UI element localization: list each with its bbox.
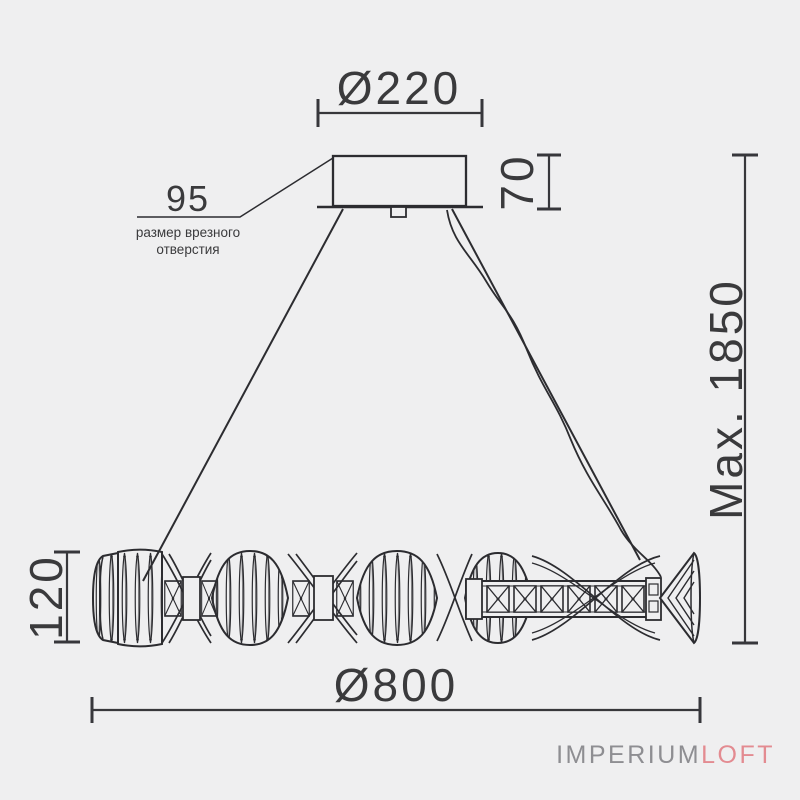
- suspension-cable-left: [142, 208, 344, 582]
- lamp-body: [91, 548, 702, 648]
- lamp-left-rim: [99, 556, 104, 640]
- dim-label-body-diameter: Ø800: [334, 659, 459, 711]
- lamp-waist-1: [161, 552, 217, 644]
- dim-label-max-height: Max. 1850: [700, 278, 752, 520]
- lamp-waist-3: [436, 553, 473, 642]
- canopy: [317, 154, 483, 218]
- cutout-caption-line1: размер врезного: [136, 225, 240, 240]
- dim-ticks-body-diameter: [90, 697, 702, 723]
- power-cord: [446, 209, 662, 578]
- lamp-twist-ribbons: [531, 555, 661, 641]
- dim-ticks-body-height: [54, 550, 80, 644]
- suspension-cable-right: [451, 208, 641, 561]
- brand-logo-loft: LOFT: [701, 741, 775, 769]
- brand-logo-imperium: IMPERIUM: [556, 741, 701, 769]
- dim-ticks-canopy-diameter: [316, 99, 484, 127]
- lamp-barrel-1: [117, 548, 163, 648]
- canopy-notch: [390, 206, 407, 218]
- suspension-cables: [142, 208, 662, 582]
- cutout-leader-line: [137, 157, 334, 218]
- brand-logo: IMPERIUMLOFT: [556, 741, 775, 769]
- cutout-hole-value: 95: [166, 178, 210, 219]
- dim-label-canopy-height: 70: [491, 153, 543, 210]
- lamp-connector-2: [313, 575, 334, 621]
- dim-canopy-diameter: Ø220: [316, 62, 484, 127]
- dim-canopy-height: 70: [491, 153, 561, 211]
- lamp-crystal-band: [465, 577, 662, 621]
- cutout-caption-line2: отверстия: [156, 242, 219, 257]
- lamp-left-end-cone: [91, 551, 119, 645]
- dim-body-diameter: Ø800: [90, 659, 702, 723]
- canopy-box: [331, 154, 468, 208]
- dim-body-height: 120: [20, 550, 80, 644]
- dim-ticks-canopy-height: [537, 153, 561, 211]
- cutout-hole-label: 95 размер врезного отверстия: [136, 157, 334, 257]
- lamp-bulge-1: [210, 549, 290, 647]
- dim-label-canopy-diameter: Ø220: [337, 62, 462, 114]
- lamp-connector-1: [182, 576, 201, 621]
- lamp-bulge-2: [355, 549, 439, 647]
- dim-max-height: Max. 1850: [700, 153, 758, 645]
- lamp-waist-2: [287, 552, 358, 644]
- dim-label-body-height: 120: [20, 554, 72, 640]
- lamp-band-left-connector: [465, 578, 483, 620]
- lamp-right-end-cone: [658, 551, 702, 645]
- dim-ticks-max-height: [732, 153, 758, 645]
